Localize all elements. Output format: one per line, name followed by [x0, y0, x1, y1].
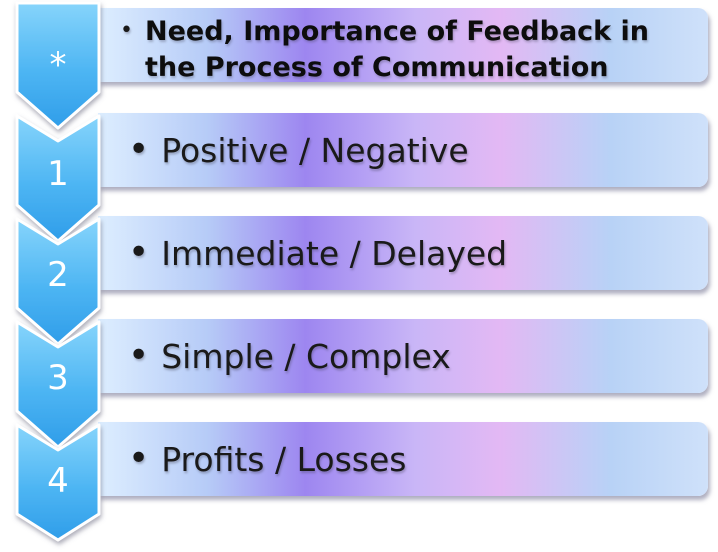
step-text-3: Simple / Complex	[161, 336, 451, 376]
chevron-down-icon	[14, 422, 102, 552]
step-number-2: 2	[47, 255, 69, 295]
step-number-3: 3	[47, 358, 69, 398]
step-bar-content-1: • Positive / Negative	[128, 113, 692, 187]
chevron-down-icon	[14, 216, 102, 346]
header-row: • Need, Importance of Feedback in the Pr…	[0, 1, 718, 130]
step-bar-content-3: • Simple / Complex	[128, 319, 692, 393]
step-number-1: 1	[47, 154, 69, 194]
bullet-icon: •	[120, 18, 133, 43]
bullet-icon: •	[128, 232, 150, 273]
step-row-3: • Simple / Complex 3	[0, 319, 718, 449]
step-text-2: Immediate / Delayed	[161, 233, 508, 273]
step-bar-content-2: • Immediate / Delayed	[128, 216, 692, 290]
step-row-2: • Immediate / Delayed 2	[0, 216, 718, 346]
step-bar-1: • Positive / Negative	[98, 113, 708, 187]
header-bar-content: • Need, Importance of Feedback in the Pr…	[120, 8, 692, 83]
chevron-down-icon	[14, 113, 102, 243]
bullet-icon: •	[128, 129, 150, 170]
step-bar-3: • Simple / Complex	[98, 319, 708, 393]
step-row-4: • Profits / Losses 4	[0, 422, 718, 542]
step-text-1: Positive / Negative	[161, 130, 469, 170]
step-marker-star: *	[49, 45, 67, 85]
step-bar-2: • Immediate / Delayed	[98, 216, 708, 290]
step-bar-content-4: • Profits / Losses	[128, 422, 692, 496]
step-number-4: 4	[47, 461, 69, 501]
step-text-4: Profits / Losses	[161, 439, 407, 479]
header-title: Need, Importance of Feedback in the Proc…	[144, 16, 650, 83]
bullet-icon: •	[128, 335, 150, 376]
step-row-1: • Positive / Negative 1	[0, 113, 718, 243]
chevron-down-icon	[14, 319, 102, 449]
header-bar: • Need, Importance of Feedback in the Pr…	[98, 8, 708, 83]
step-bar-4: • Profits / Losses	[98, 422, 708, 496]
chevron-down-icon	[14, 0, 102, 130]
bullet-icon: •	[128, 438, 150, 479]
